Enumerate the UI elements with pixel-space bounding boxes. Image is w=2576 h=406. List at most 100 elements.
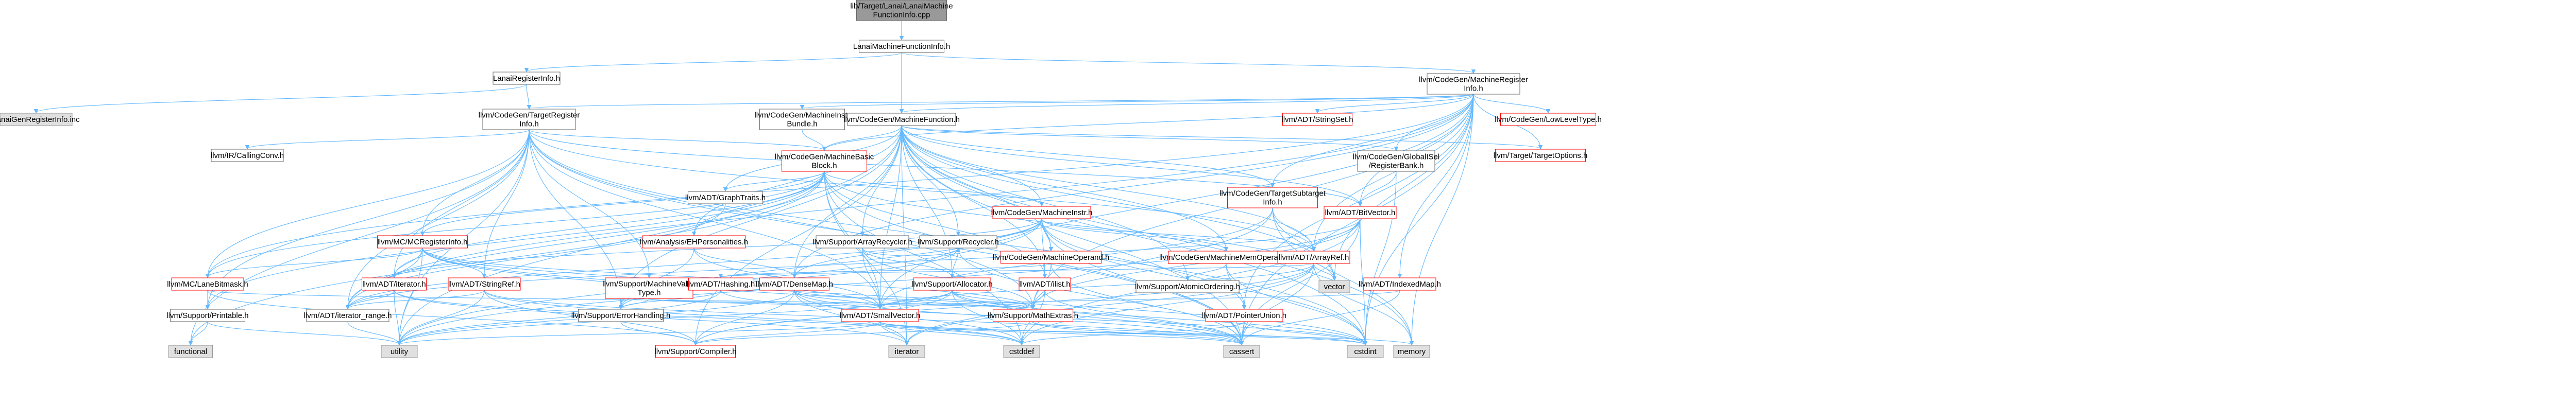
node-imap[interactable]: llvm/ADT/IndexedMap.h <box>1359 277 1441 291</box>
edge-mbb-to-gt <box>725 171 825 191</box>
edge-mri-to-pu <box>1244 94 1474 309</box>
node-rec[interactable]: llvm/Support/Recycler.h <box>918 235 999 249</box>
node-box <box>381 345 418 358</box>
node-label: llvm/CodeGen/MachineRegister <box>1419 76 1528 84</box>
node-layer: lib/Target/Lanai/LanaiMachineFunctionInf… <box>0 0 1602 358</box>
node-svec[interactable]: llvm/ADT/SmallVector.h <box>840 309 921 322</box>
edge-aref-to-memory <box>1313 263 1412 345</box>
node-box <box>1500 113 1596 126</box>
node-box <box>993 309 1073 322</box>
node-mi[interactable]: llvm/CodeGen/MachineInstr.h <box>991 206 1093 219</box>
node-label: cstdint <box>1354 347 1377 356</box>
edge-tri-to-mext <box>529 129 1033 309</box>
node-dmap[interactable]: llvm/ADT/DenseMap.h <box>756 277 833 291</box>
node-utility[interactable]: utility <box>381 345 418 358</box>
node-iterator[interactable]: iterator <box>888 345 925 358</box>
node-lmfi[interactable]: LanaiMachineFunctionInfo.h <box>853 40 950 53</box>
node-mext[interactable]: llvm/Support/MathExtras.h <box>988 309 1078 322</box>
node-label: llvm/Support/ErrorHandling.h <box>571 311 671 320</box>
edge-iter-to-irange <box>348 290 395 309</box>
edge-mi-to-ilist <box>1041 218 1045 277</box>
edge-iter-to-utility <box>394 290 399 345</box>
node-alloc[interactable]: llvm/Support/Allocator.h <box>911 277 993 291</box>
node-memory[interactable]: memory <box>1393 345 1430 358</box>
node-iter[interactable]: llvm/ADT/iterator.h <box>362 277 427 291</box>
node-mmo[interactable]: llvm/CodeGen/MachineMemOperand.h <box>1159 251 1293 264</box>
edge-mf-to-dmap <box>794 125 902 277</box>
node-box <box>913 277 991 291</box>
node-cstddef[interactable]: cstddef <box>1003 345 1040 358</box>
node-printable[interactable]: llvm/Support/Printable.h <box>166 309 249 322</box>
node-pu[interactable]: llvm/ADT/PointerUnion.h <box>1202 309 1286 322</box>
node-hash[interactable]: llvm/ADT/Hashing.h <box>687 277 755 291</box>
node-mf[interactable]: llvm/CodeGen/MachineFunction.h <box>843 113 960 126</box>
edge-printable-to-utility <box>207 321 399 345</box>
node-functional[interactable]: functional <box>168 345 213 358</box>
node-label: /RegisterBank.h <box>1369 162 1424 170</box>
edge-mri-to-svec <box>880 94 1474 309</box>
edge-ilist-to-cassert <box>1044 290 1242 345</box>
edge-sref-to-utility <box>399 290 485 345</box>
node-label: Block.h <box>811 162 837 170</box>
node-lbm[interactable]: llvm/MC/LaneBitmask.h <box>167 277 248 291</box>
node-box <box>377 235 468 249</box>
node-box <box>448 277 521 291</box>
node-llt[interactable]: llvm/CodeGen/LowLevelType.h <box>1495 113 1602 126</box>
node-mcri[interactable]: llvm/MC/MCRegisterInfo.h <box>377 235 468 249</box>
node-box <box>1393 345 1430 358</box>
edge-mri-to-imap <box>1400 94 1474 277</box>
node-cc[interactable]: llvm/IR/CallingConv.h <box>211 149 284 162</box>
edge-svec-to-utility <box>399 321 880 345</box>
node-bv[interactable]: llvm/ADT/BitVector.h <box>1324 206 1397 219</box>
node-box <box>1019 277 1071 291</box>
node-sset[interactable]: llvm/ADT/StringSet.h <box>1281 113 1353 126</box>
node-lri[interactable]: LanaiRegisterInfo.h <box>493 72 561 85</box>
edge-mri-to-vector <box>1334 94 1474 280</box>
node-label: llvm/Target/TargetOptions.h <box>1494 151 1588 160</box>
node-box <box>919 235 997 249</box>
edge-mf-to-mbb <box>824 125 902 150</box>
edge-tri-to-printable <box>208 129 530 309</box>
edge-mf-to-mi <box>901 125 1042 206</box>
node-cstdint[interactable]: cstdint <box>1347 345 1384 358</box>
edge-mext-to-compiler <box>696 321 1033 345</box>
edge-mf-to-memory <box>901 125 1412 345</box>
node-gt[interactable]: llvm/ADT/GraphTraits.h <box>685 191 766 204</box>
edge-tri-to-iter <box>394 129 530 277</box>
node-ehp[interactable]: llvm/Analysis/EHPersonalities.h <box>640 235 748 249</box>
edge-arec-to-rec <box>862 248 958 256</box>
node-box <box>1001 251 1101 264</box>
node-arec[interactable]: llvm/Support/ArrayRecycler.h <box>812 235 912 249</box>
node-sref[interactable]: llvm/ADT/StringRef.h <box>448 277 521 291</box>
node-box <box>1347 345 1384 358</box>
node-aord[interactable]: llvm/Support/AtomicOrdering.h <box>1135 280 1240 293</box>
node-irange[interactable]: llvm/ADT/iterator_range.h <box>304 309 392 322</box>
node-lgri[interactable]: LanaiGenRegisterInfo.inc <box>0 113 80 126</box>
node-label: Info.h <box>1263 198 1282 207</box>
node-tto[interactable]: llvm/Target/TargetOptions.h <box>1494 149 1588 162</box>
node-label: llvm/Support/ArrayRecycler.h <box>812 238 912 246</box>
node-compiler[interactable]: llvm/Support/Compiler.h <box>654 345 737 358</box>
edge-tsi-to-aref <box>1272 207 1314 251</box>
node-grb[interactable]: llvm/CodeGen/GlobalISel/RegisterBank.h <box>1353 150 1439 172</box>
node-cassert[interactable]: cassert <box>1223 345 1260 358</box>
node-label: llvm/CodeGen/MachineBasic <box>775 153 874 162</box>
node-box <box>1136 280 1240 293</box>
node-vector[interactable]: vector <box>1318 280 1350 293</box>
node-aref[interactable]: llvm/ADT/ArrayRef.h <box>1277 251 1350 264</box>
edge-tri-to-mvt <box>529 129 649 277</box>
edge-mbb-to-mcri <box>422 171 825 235</box>
node-mo[interactable]: llvm/CodeGen/MachineOperand.h <box>993 251 1110 264</box>
edge-mbb-to-lbm <box>208 171 825 277</box>
node-ilist[interactable]: llvm/ADT/ilist.h <box>1019 277 1071 291</box>
edge-aref-to-iterator <box>907 263 1314 345</box>
node-errh[interactable]: llvm/Support/ErrorHandling.h <box>571 309 671 322</box>
node-label: FunctionInfo.cpp <box>873 11 930 20</box>
